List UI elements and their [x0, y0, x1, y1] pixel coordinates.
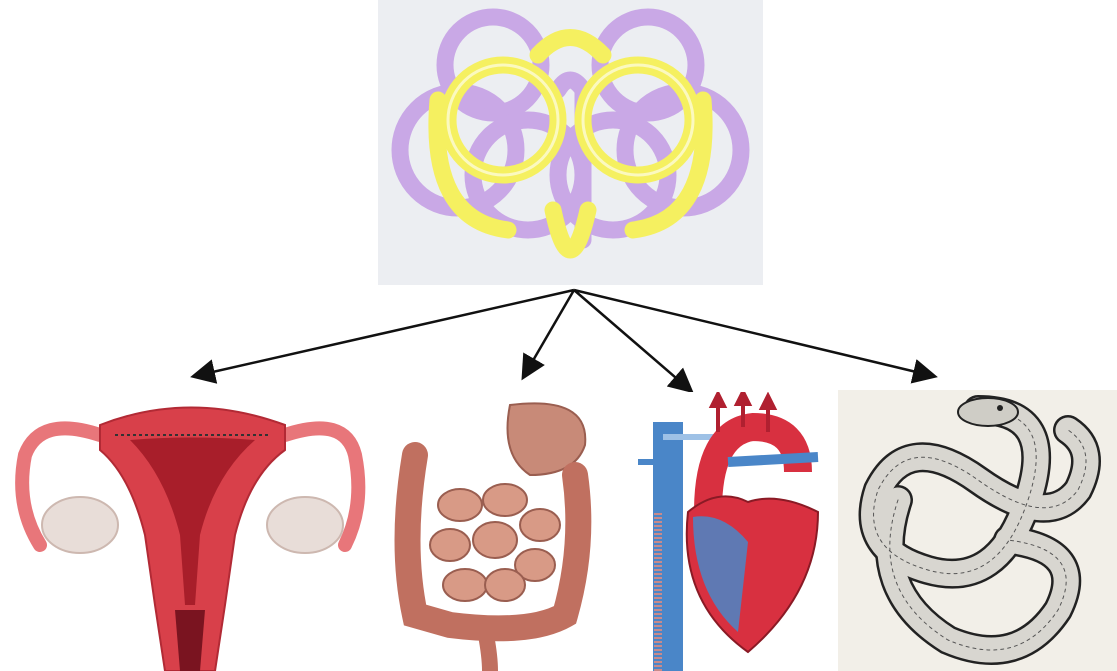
- intestines-image: [390, 395, 600, 671]
- heart-image: [618, 392, 833, 671]
- arrow-to-intestines: [524, 290, 574, 376]
- serpent-knot-image: [838, 390, 1117, 671]
- arrow-to-serpent: [574, 290, 933, 376]
- uterus-image: [0, 395, 380, 671]
- arrow-to-uterus: [195, 290, 574, 376]
